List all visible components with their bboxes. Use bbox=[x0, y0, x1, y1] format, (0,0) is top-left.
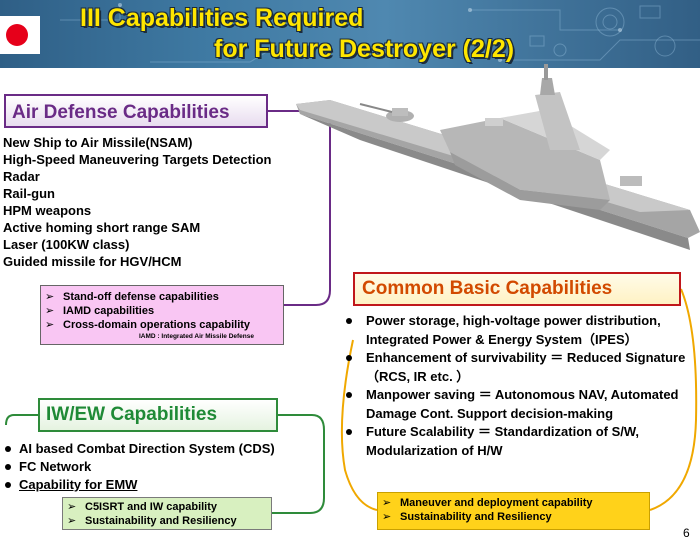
list-item: Future Scalability ＝ Standardization of … bbox=[338, 423, 698, 460]
list-item: FC Network bbox=[0, 458, 327, 476]
list-item: Capability for EMW bbox=[0, 476, 327, 494]
list-item: AI based Combat Direction System (CDS) bbox=[0, 440, 327, 458]
destroyer-ship-illustration bbox=[296, 64, 700, 250]
list-item: New Ship to Air Missile(NSAM) bbox=[3, 135, 193, 150]
summary-item: IAMD capabilities bbox=[41, 304, 283, 318]
iwew-summary-box: C5ISRT and IW capability Sustainability … bbox=[62, 497, 272, 530]
list-item: High-Speed Maneuvering Targets Detection bbox=[3, 152, 272, 167]
common-basic-list: Power storage, high-voltage power distri… bbox=[338, 312, 698, 460]
page-number: 6 bbox=[683, 526, 690, 540]
common-basic-summary-box: Maneuver and deployment capability Susta… bbox=[377, 492, 650, 530]
common-basic-section-label: Common Basic Capabilities bbox=[353, 272, 681, 306]
header-banner: III Capabilities Required for Future Des… bbox=[0, 0, 700, 68]
air-defense-section-label: Air Defense Capabilities bbox=[4, 94, 268, 128]
list-item: Power storage, high-voltage power distri… bbox=[338, 312, 698, 349]
summary-item: Sustainability and Resiliency bbox=[63, 514, 271, 528]
summary-item: Sustainability and Resiliency bbox=[378, 510, 649, 524]
list-item: Rail-gun bbox=[3, 186, 55, 201]
circuit-pattern-decoration bbox=[60, 3, 700, 63]
list-item: Enhancement of survivability ＝ Reduced S… bbox=[338, 349, 698, 386]
list-item: Laser (100KW class) bbox=[3, 237, 130, 252]
iwew-list: AI based Combat Direction System (CDS) F… bbox=[0, 440, 327, 494]
summary-item: Stand-off defense capabilities bbox=[41, 290, 283, 304]
title-line-1: III Capabilities Required bbox=[80, 4, 364, 32]
air-defense-list: New Ship to Air Missile(NSAM) High-Speed… bbox=[3, 134, 271, 270]
summary-item: Maneuver and deployment capability bbox=[378, 496, 649, 510]
summary-item: C5ISRT and IW capability bbox=[63, 500, 271, 514]
air-defense-summary-box: Stand-off defense capabilities IAMD capa… bbox=[40, 285, 284, 345]
list-item: Active homing short range SAM bbox=[3, 220, 201, 235]
list-item: Manpower saving ＝ Autonomous NAV, Automa… bbox=[338, 386, 698, 423]
summary-item: Cross-domain operations capability bbox=[41, 318, 283, 332]
iamd-footnote: IAMD : Integrated Air Missile Defense bbox=[139, 333, 254, 340]
list-item: Radar bbox=[3, 169, 40, 184]
list-item: HPM weapons bbox=[3, 203, 92, 218]
list-item: Guided missile for HGV/HCM bbox=[3, 254, 182, 269]
japan-flag-icon bbox=[0, 16, 40, 54]
title-line-2: for Future Destroyer (2/2) bbox=[214, 35, 515, 63]
iwew-section-label: IW/EW Capabilities bbox=[38, 398, 278, 432]
